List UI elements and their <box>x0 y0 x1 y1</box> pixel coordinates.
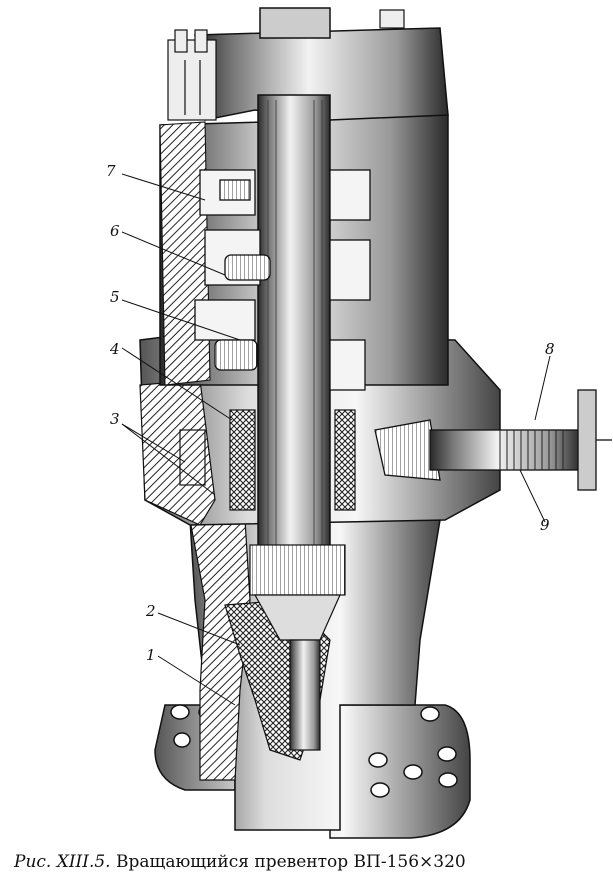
callout-4: 4 <box>109 340 120 358</box>
callout-8: 8 <box>545 340 555 358</box>
top-valve-assembly <box>167 29 217 121</box>
callout-labels: 7 6 5 4 3 2 1 8 9 <box>106 162 555 664</box>
callout-5: 5 <box>110 288 120 306</box>
callout-6: 6 <box>110 222 120 240</box>
kelly-pipe-shading <box>267 100 323 585</box>
lower-body-section <box>189 519 251 781</box>
clamp-segments <box>194 169 371 391</box>
callout-7: 7 <box>106 162 116 180</box>
callout-2: 2 <box>145 602 156 620</box>
figure-caption: Рис. XIII.5. Вращающийся превентор ВП-15… <box>14 852 466 872</box>
lower-bearing <box>249 544 346 751</box>
upper-cylinder-section <box>159 121 211 386</box>
callout-3: 3 <box>110 410 120 428</box>
preventer-cutaway-drawing: 7 6 5 4 3 2 1 8 9 <box>106 7 612 839</box>
hydraulic-cylinder <box>374 389 612 491</box>
kelly-pipe <box>257 94 331 591</box>
figure-number: Рис. XIII.5. <box>14 852 111 872</box>
figure-title: Вращающийся превентор ВП-156×320 <box>116 852 466 872</box>
callout-9: 9 <box>540 516 550 534</box>
leader-lines <box>121 173 551 706</box>
seal-stack <box>179 409 356 511</box>
callout-1: 1 <box>146 646 156 664</box>
